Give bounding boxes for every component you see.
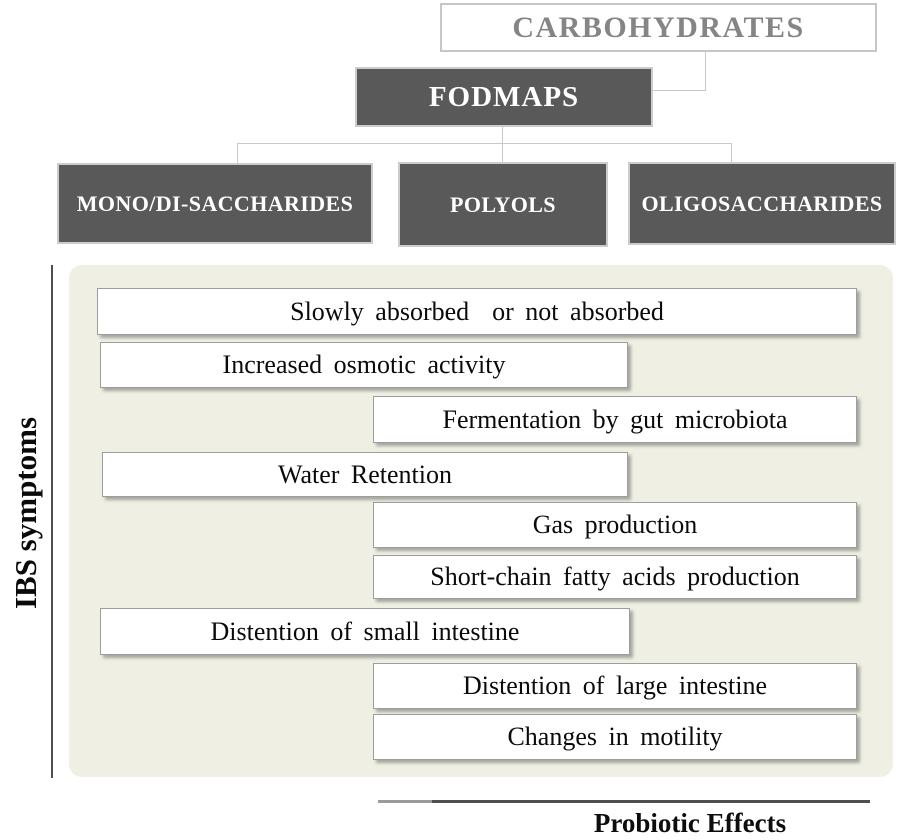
- node-mono-di-saccharides: MONO/DI-SACCHARIDES: [57, 163, 373, 244]
- connector-carbohydrates-fodmaps-horizontal: [652, 90, 706, 91]
- effect-bar-distention-large-intestine: Distention of large intestine: [373, 663, 857, 709]
- connector-children-horizontal: [237, 143, 732, 144]
- effect-bar-osmotic-activity: Increased osmotic activity: [100, 342, 628, 388]
- effect-bar-changes-in-motility: Changes in motility: [373, 714, 857, 760]
- effect-bar-water-retention: Water Retention: [102, 452, 628, 497]
- probiotic-effects-label: Probiotic Effects: [593, 808, 787, 838]
- connector-stub-oligo: [731, 143, 732, 162]
- effect-bar-scfa-production: Short-chain fatty acids production: [373, 555, 857, 599]
- node-carbohydrates: CARBOHYDRATES: [440, 3, 877, 52]
- connector-carbohydrates-fodmaps-vertical: [705, 52, 706, 91]
- effect-bar-slowly-absorbed: Slowly absorbed or not absorbed: [97, 288, 857, 335]
- node-fodmaps: FODMAPS: [355, 67, 653, 127]
- probiotic-effects-line: [378, 800, 870, 803]
- effect-bar-gas-production: Gas production: [373, 502, 857, 548]
- node-oligosaccharides: OLIGOSACCHARIDES: [628, 162, 896, 245]
- connector-fodmaps-stub: [502, 127, 503, 144]
- connector-stub-polyols: [502, 143, 503, 162]
- node-polyols: POLYOLS: [398, 162, 608, 247]
- effect-bar-fermentation: Fermentation by gut microbiota: [373, 396, 857, 443]
- ibs-axis-label: IBS symptoms: [8, 416, 43, 610]
- ibs-axis-line: [51, 265, 53, 778]
- connector-stub-monodi: [237, 143, 238, 163]
- effect-bar-distention-small-intestine: Distention of small intestine: [100, 608, 630, 655]
